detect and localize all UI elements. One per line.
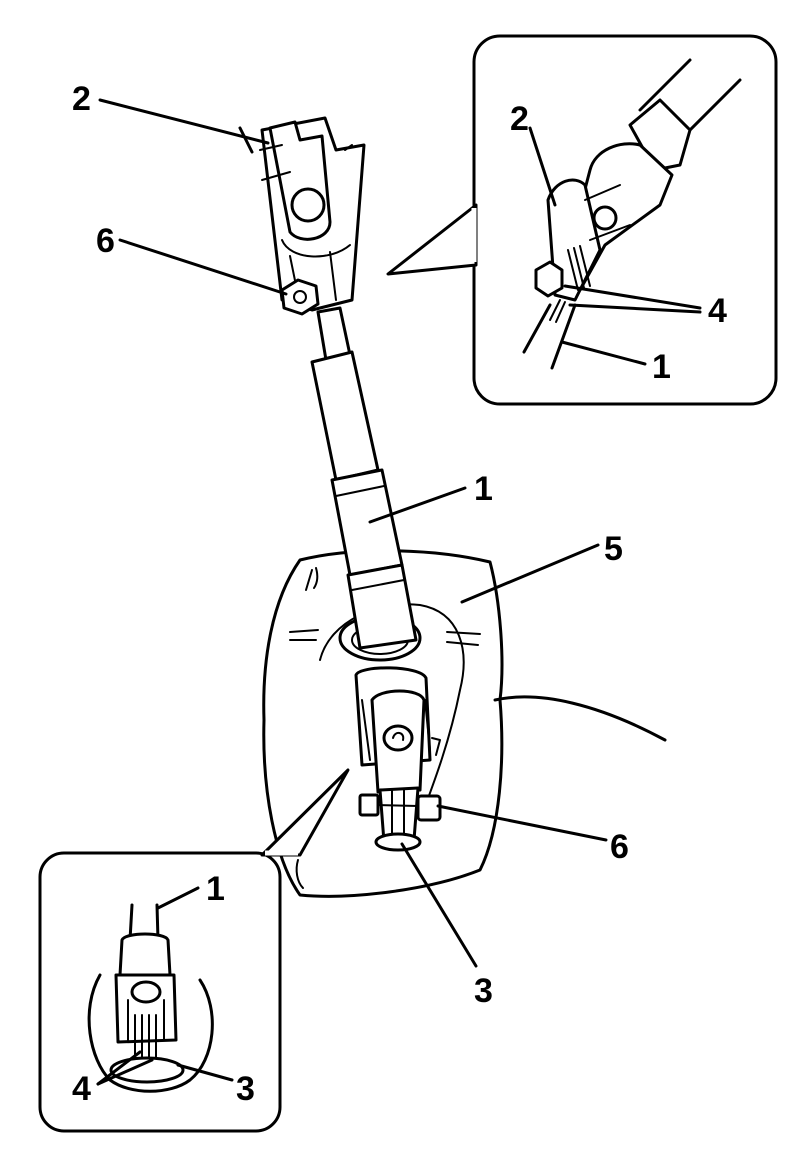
callout-1-inset-bottom: 1 xyxy=(206,870,225,908)
inset-upper-joint xyxy=(386,34,778,406)
callout-6-upper-bolt: 6 xyxy=(96,222,115,260)
callout-2-upper-yoke: 2 xyxy=(72,80,91,118)
callout-6-lower-bolt: 6 xyxy=(610,828,629,866)
intermediate-shaft xyxy=(310,306,418,650)
callout-4-inset-bottom: 4 xyxy=(72,1070,91,1108)
callout-3-inset-bottom: 3 xyxy=(236,1070,255,1108)
callout-1-shaft: 1 xyxy=(474,470,493,508)
upper-universal-joint-yoke xyxy=(238,116,366,312)
callout-1-inset-top: 1 xyxy=(652,348,671,386)
lower-universal-joint-yoke xyxy=(354,666,441,852)
callout-2-inset-top: 2 xyxy=(510,100,529,138)
callout-4-inset-top: 4 xyxy=(708,292,727,330)
inset-lower-joint xyxy=(38,768,350,1133)
pinch-bolt-upper xyxy=(280,278,320,316)
callout-labels: 2 6 1 5 6 3 2 4 1 1 4 3 xyxy=(72,80,727,1108)
pinch-bolt-lower xyxy=(358,793,442,822)
callout-3-lower: 3 xyxy=(474,972,493,1010)
callout-5-boot: 5 xyxy=(604,530,623,568)
leader-lines xyxy=(96,98,702,1086)
